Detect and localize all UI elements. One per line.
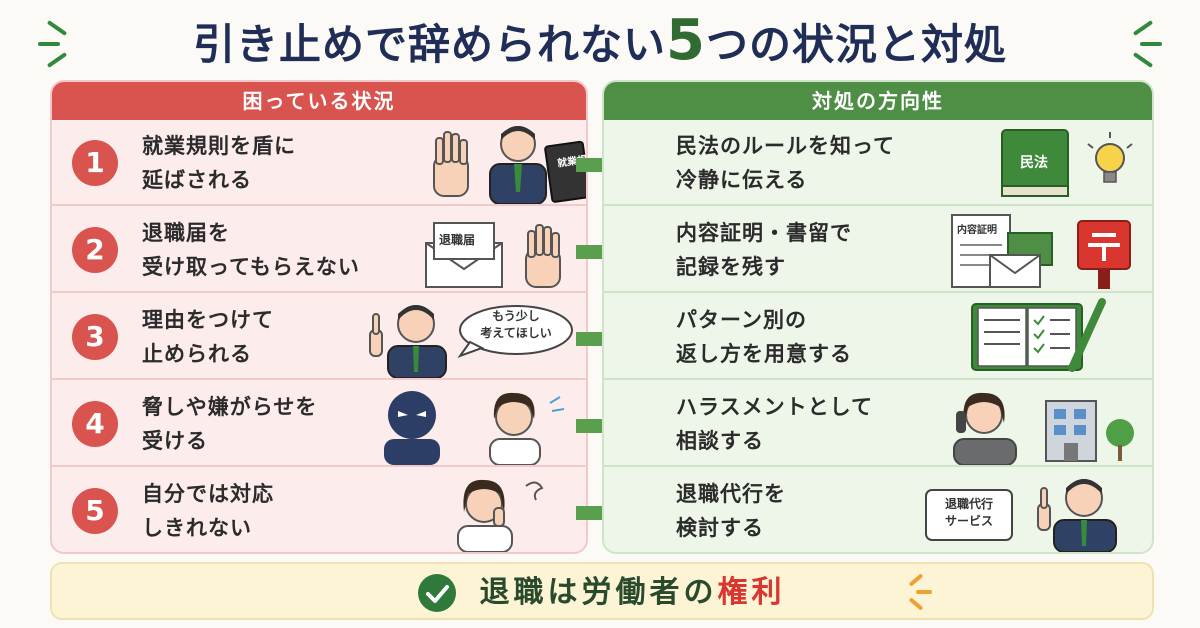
sparkle-left-icon <box>32 20 82 68</box>
situation-text: 自分では対応 しきれない <box>142 482 274 540</box>
response-text: 内容証明・書留で 記録を残す <box>676 221 852 279</box>
phone-woman-icon <box>953 392 1017 465</box>
certified-letter-icon <box>951 214 1053 288</box>
check-icon <box>418 573 457 612</box>
sparkle-right-icon <box>1118 20 1168 68</box>
response-text: パターン別の 返し方を用意する <box>676 308 852 366</box>
sparkle-icon <box>902 572 942 612</box>
response-text: 退職代行を 検討する <box>676 482 786 540</box>
resignation-letter-label: 退職届 <box>439 233 476 247</box>
situation-row-3: 3 理由をつけて 止められる もう少し 考えてほしい <box>52 294 586 380</box>
speech-bubble-text: もう少し 考えてほしい <box>480 309 552 340</box>
lightbulb-icon <box>1087 132 1133 183</box>
law-book-icon <box>1001 129 1069 197</box>
situation-number: 3 <box>72 314 118 360</box>
responses-panel: 対処の方向性 民法のルールを知って 冷静に伝える 民法 内容証明・書留で 記録を… <box>602 80 1154 554</box>
title-rest: つの状況と対処 <box>705 20 1007 69</box>
situation-number: 5 <box>72 488 118 534</box>
notebook-pen-icon <box>971 298 1106 372</box>
situation-text: 脅しや嫌がらせを 受ける <box>142 395 318 453</box>
certified-letter-label: 内容証明 <box>957 225 997 236</box>
situation-text: 退職届を 受け取ってもらえない <box>142 221 360 279</box>
pointing-man-icon <box>369 305 447 378</box>
situations-panel: 困っている状況 1 就業規則を盾に 延ばされる 就業規則 2 退職届を 受け取っ… <box>50 80 588 554</box>
office-building-icon <box>1045 400 1134 462</box>
title-main: 引き止めで辞められない <box>193 20 667 69</box>
situation-number: 1 <box>72 140 118 186</box>
shadow-man-icon <box>384 391 440 465</box>
responses-header: 対処の方向性 <box>604 82 1152 120</box>
response-row-2: 内容証明・書留で 記録を残す 内容証明 <box>604 207 1152 293</box>
situation-row-5: 5 自分では対応 しきれない <box>52 468 586 552</box>
situation-row-1: 1 就業規則を盾に 延ばされる 就業規則 <box>52 120 586 206</box>
bottom-banner: 退職は労働者の権利 <box>50 562 1154 620</box>
situation-row-4: 4 脅しや嫌がらせを 受ける <box>52 381 586 467</box>
page-title: 引き止めで辞められない5つの状況と対処 <box>0 6 1200 76</box>
situation-number: 4 <box>72 401 118 447</box>
agency-sign-icon <box>925 489 1013 541</box>
situations-header: 困っている状況 <box>52 82 586 120</box>
banner-accent: 権利 <box>717 574 786 610</box>
stop-hand-icon <box>433 126 586 204</box>
situation-row-2: 2 退職届を 受け取ってもらえない 退職届 <box>52 207 586 293</box>
response-row-3: パターン別の 返し方を用意する <box>604 294 1152 380</box>
speech-bubble-icon <box>457 305 573 359</box>
title-number: 5 <box>666 8 706 73</box>
situation-text: 就業規則を盾に 延ばされる <box>142 134 296 192</box>
agency-man-icon <box>1037 479 1117 552</box>
response-row-1: 民法のルールを知って 冷静に伝える 民法 <box>604 120 1152 206</box>
situation-text: 理由をつけて 止められる <box>142 308 274 366</box>
worried-woman-icon <box>489 392 565 465</box>
agency-sign-label: 退職代行 サービス <box>944 497 993 528</box>
law-book-label: 民法 <box>1020 155 1048 171</box>
troubled-woman-icon <box>457 479 544 552</box>
response-text: ハラスメントとして 相談する <box>676 395 873 453</box>
response-row-4: ハラスメントとして 相談する <box>604 381 1152 467</box>
postbox-icon <box>1077 220 1131 289</box>
response-row-5: 退職代行を 検討する 退職代行 サービス <box>604 468 1152 552</box>
situation-number: 2 <box>72 227 118 273</box>
banner-text: 退職は労働者の <box>479 574 718 610</box>
envelope-icon <box>425 222 561 288</box>
response-text: 民法のルールを知って 冷静に伝える <box>676 134 895 192</box>
